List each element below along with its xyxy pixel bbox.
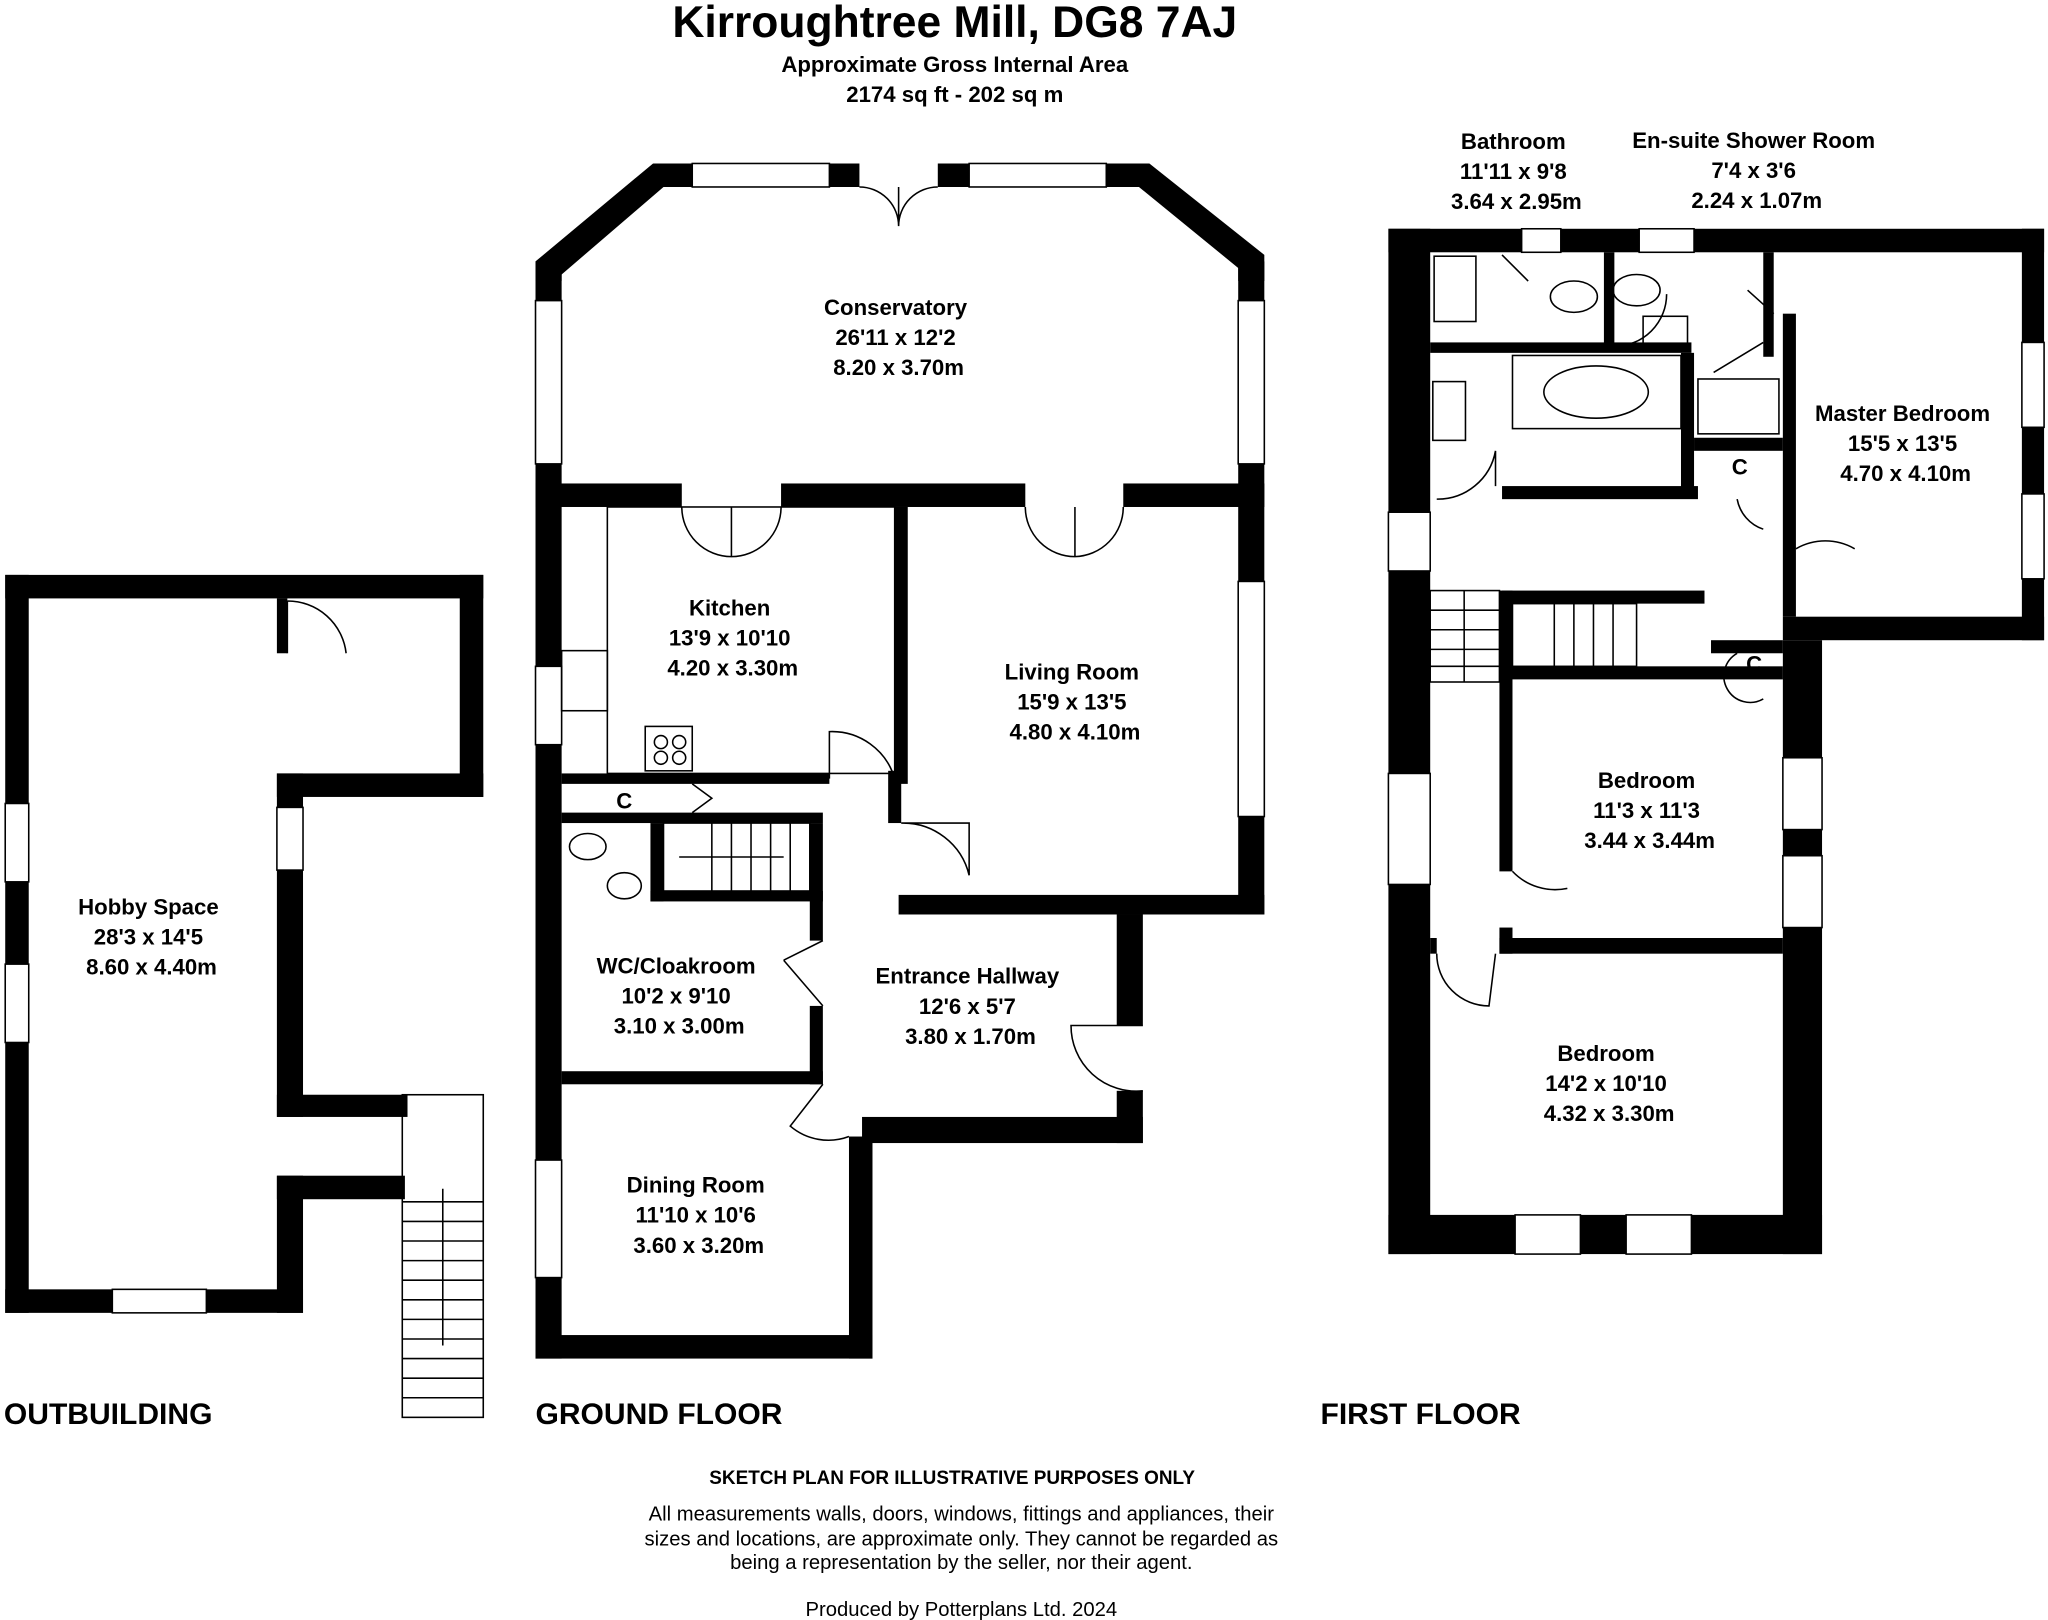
- disclaimer-line: sizes and locations, are approximate onl…: [644, 1528, 1278, 1550]
- room-living-room: Living Room 15'9 x 13'5 4.80 x 4.10m: [1005, 659, 1146, 744]
- disclaimer-line: All measurements walls, doors, windows, …: [649, 1504, 1275, 1526]
- floor-label-outbuilding: OUTBUILDING: [4, 1398, 213, 1431]
- ground-floor-plan: [534, 162, 1266, 1359]
- cupboard-label: C: [1732, 454, 1748, 479]
- plan-title: Kirroughtree Mill, DG8 7AJ: [672, 0, 1237, 47]
- room-bedroom: Bedroom 14'2 x 10'10 4.32 x 3.30m: [1544, 1041, 1675, 1126]
- room-wc-cloakroom: WC/Cloakroom 10'2 x 9'10 3.10 x 3.00m: [597, 953, 762, 1038]
- room-bathroom: Bathroom 11'11 x 9'8 3.64 x 2.95m: [1451, 129, 1582, 214]
- disclaimer-line: being a representation by the seller, no…: [730, 1552, 1192, 1574]
- room-hobby-space: Hobby Space 28'3 x 14'5 8.60 x 4.40m: [78, 894, 225, 979]
- plan-area: 2174 sq ft - 202 sq m: [846, 82, 1063, 107]
- cupboard-label: C: [1746, 652, 1762, 677]
- room-dining-room: Dining Room 11'10 x 10'6 3.60 x 3.20m: [627, 1173, 771, 1258]
- room-entrance-hallway: Entrance Hallway 12'6 x 5'7 3.80 x 1.70m: [875, 964, 1065, 1049]
- credit-text: Produced by Potterplans Ltd. 2024: [806, 1599, 1118, 1620]
- floor-label-first: FIRST FLOOR: [1320, 1398, 1521, 1431]
- first-floor-plan: [1387, 227, 2045, 1255]
- cupboard-label: C: [616, 789, 632, 814]
- room-conservatory: Conservatory 26'11 x 12'2 8.20 x 3.70m: [824, 295, 973, 380]
- floor-label-ground: GROUND FLOOR: [536, 1398, 783, 1431]
- room-ensuite-shower-room: En-suite Shower Room 7'4 x 3'6 2.24 x 1.…: [1632, 128, 1881, 213]
- plan-subtitle: Approximate Gross Internal Area: [781, 52, 1129, 77]
- room-kitchen: Kitchen 13'9 x 10'10 4.20 x 3.30m: [667, 595, 798, 680]
- room-bedroom: Bedroom 11'3 x 11'3 3.44 x 3.44m: [1584, 768, 1715, 853]
- disclaimer-title: SKETCH PLAN FOR ILLUSTRATIVE PURPOSES ON…: [709, 1468, 1195, 1489]
- outbuilding-plan: [4, 574, 485, 1419]
- room-master-bedroom: Master Bedroom 15'5 x 13'5 4.70 x 4.10m: [1815, 401, 1996, 486]
